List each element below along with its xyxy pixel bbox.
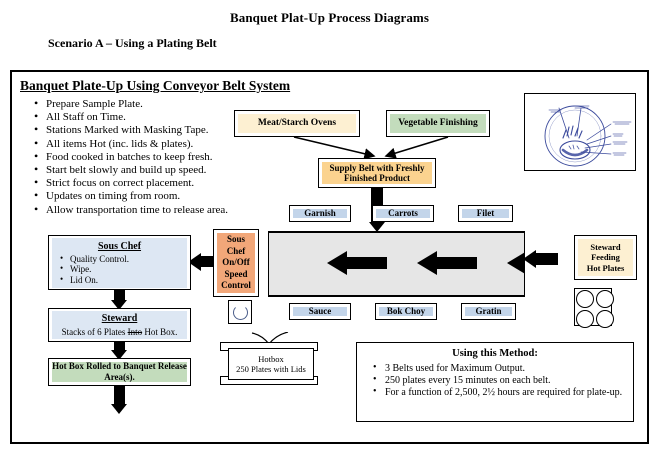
box-sous-chef-header: Sous Chef [97, 240, 142, 252]
plate-icon [576, 310, 594, 328]
box-steward-header: Steward [101, 313, 138, 324]
box-hot-box-rolled-label: Hot Box Rolled to Banquet Release Area(s… [52, 361, 187, 382]
list-item: All items Hot (inc. lids & plates). [30, 137, 270, 151]
box-supply-belt: Supply Belt with Freshly Finished Produc… [318, 158, 436, 188]
box-meat-starch-ovens: Meat/Starch Ovens [234, 110, 360, 137]
box-sauce-label: Sauce [293, 306, 347, 316]
list-item: 3 Belts used for Maximum Output. [363, 362, 627, 375]
plate-circle-icon [232, 305, 248, 320]
list-item: 250 plates every 15 minutes on each belt… [363, 374, 627, 387]
feed-into-belt-arrow-head [523, 250, 536, 268]
box-steward-content: Steward Stacks of 6 Plates Into Hot Box. [52, 311, 187, 339]
plate-sketch-image [524, 93, 636, 171]
box-hot-box-rolled: Hot Box Rolled to Banquet Release Area(s… [48, 358, 191, 386]
box-bok-choy: Bok Choy [375, 303, 437, 320]
control-to-souschef-arrow-shaft [199, 256, 213, 267]
speed-control-line-5: Control [221, 280, 251, 291]
method-panel-title: Using this Method: [452, 348, 538, 359]
box-gratin-label: Gratin [465, 306, 512, 316]
stacked-plates-icon [574, 288, 614, 328]
box-sous-chef-content: Sous Chef Quality Control. Wipe. Lid On. [52, 237, 187, 288]
box-filet-label: Filet [462, 208, 509, 218]
steward-to-hotbox-arrow-shaft [114, 342, 125, 352]
box-sous-chef: Sous Chef Quality Control. Wipe. Lid On. [48, 235, 191, 290]
steward-feeding-line-2: Feeding [591, 252, 620, 263]
steward-text-post: Hot Box. [142, 327, 178, 337]
box-garnish: Garnish [289, 205, 351, 222]
list-item: Wipe. [56, 263, 183, 275]
box-supply-belt-label: Supply Belt with Freshly Finished Produc… [322, 162, 432, 184]
box-steward-feeding-label: Steward Feeding Hot Plates [578, 239, 633, 276]
plate-sketch-drawing [544, 105, 632, 167]
steward-to-hotbox-arrow-head [111, 350, 127, 360]
box-vegetable-finishing: Vegetable Finishing [386, 110, 490, 137]
list-item: Food cooked in batches to keep fresh. [30, 150, 270, 164]
scenario-subtitle: Scenario A – Using a Plating Belt [48, 36, 217, 50]
hotbox-label-line-2: 250 Plates with Lids [236, 364, 306, 374]
list-item: Lid On. [56, 274, 183, 286]
box-gratin: Gratin [461, 303, 516, 320]
box-sauce: Sauce [289, 303, 351, 320]
box-filet: Filet [458, 205, 513, 222]
box-sous-chef-speed-control-label: Sous Chef On/Off Speed Control [217, 233, 255, 293]
feed-into-belt-arrow-shaft [536, 253, 558, 265]
list-item: Prepare Sample Plate. [30, 97, 270, 111]
steward-feeding-line-1: Steward [590, 241, 621, 252]
plate-icon [596, 290, 614, 308]
release-arrow-shaft [114, 386, 125, 406]
conveyor-belt [268, 231, 567, 297]
hotbox-body: Hotbox 250 Plates with Lids [228, 348, 314, 380]
page-title: Banquet Plat-Up Process Diagrams [229, 10, 430, 25]
box-meat-starch-ovens-label: Meat/Starch Ovens [238, 114, 356, 133]
single-plate-icon [228, 300, 252, 324]
plate-icon [576, 290, 594, 308]
list-item: Start belt slowly and build up speed. [30, 163, 270, 177]
box-steward: Steward Stacks of 6 Plates Into Hot Box. [48, 308, 191, 342]
hotbox-label-line-1: Hotbox [258, 354, 284, 364]
speed-control-line-1: Sous [226, 234, 245, 245]
steward-text-struck: Into [127, 327, 143, 337]
belt-direction-arrows [327, 251, 567, 275]
using-this-method-panel: Using this Method: 3 Belts used for Maxi… [356, 342, 634, 422]
list-item: Updates on timing from room. [30, 189, 270, 203]
plate-icon [596, 310, 614, 328]
speed-control-line-4: Speed [224, 268, 248, 279]
souschef-to-steward-arrow-head [111, 300, 127, 310]
supply-to-belt-arrow-head [369, 222, 385, 232]
box-carrots: Carrots [372, 205, 434, 222]
souschef-to-steward-arrow-shaft [114, 290, 125, 302]
hotbox-illustration: Hotbox 250 Plates with Lids [220, 332, 318, 385]
steward-text-pre: Stacks of 6 Plates [61, 327, 128, 337]
box-steward-detail: Stacks of 6 Plates Into Hot Box. [52, 327, 187, 338]
sous-chef-task-list: Quality Control. Wipe. Lid On. [56, 253, 183, 286]
box-vegetable-finishing-label: Vegetable Finishing [390, 114, 486, 133]
speed-control-line-3: On/Off [222, 257, 250, 268]
source-to-supply-arrows [293, 136, 449, 160]
box-garnish-label: Garnish [293, 208, 347, 218]
box-steward-feeding-hot-plates: Steward Feeding Hot Plates [574, 235, 637, 280]
list-item: Stations Marked with Masking Tape. [30, 123, 270, 137]
list-item: For a function of 2,500, 2½ hours are re… [363, 386, 627, 399]
speed-control-line-2: Chef [226, 245, 246, 256]
list-item: Quality Control. [56, 253, 183, 265]
release-arrow-head [111, 404, 127, 414]
list-item: All Staff on Time. [30, 110, 270, 124]
control-to-souschef-arrow-head [188, 253, 201, 271]
method-list: 3 Belts used for Maximum Output. 250 pla… [363, 362, 627, 399]
steward-feeding-line-3: Hot Plates [586, 262, 625, 273]
box-bok-choy-label: Bok Choy [379, 306, 433, 316]
preparation-checklist: Prepare Sample Plate. All Staff on Time.… [30, 97, 270, 217]
box-sous-chef-speed-control[interactable]: Sous Chef On/Off Speed Control [213, 229, 259, 297]
diagram-title: Banquet Plate-Up Using Conveyor Belt Sys… [20, 78, 291, 93]
list-item: Strict focus on correct placement. [30, 176, 270, 190]
box-carrots-label: Carrots [376, 208, 430, 218]
list-item: Allow transportation time to release are… [30, 203, 270, 217]
